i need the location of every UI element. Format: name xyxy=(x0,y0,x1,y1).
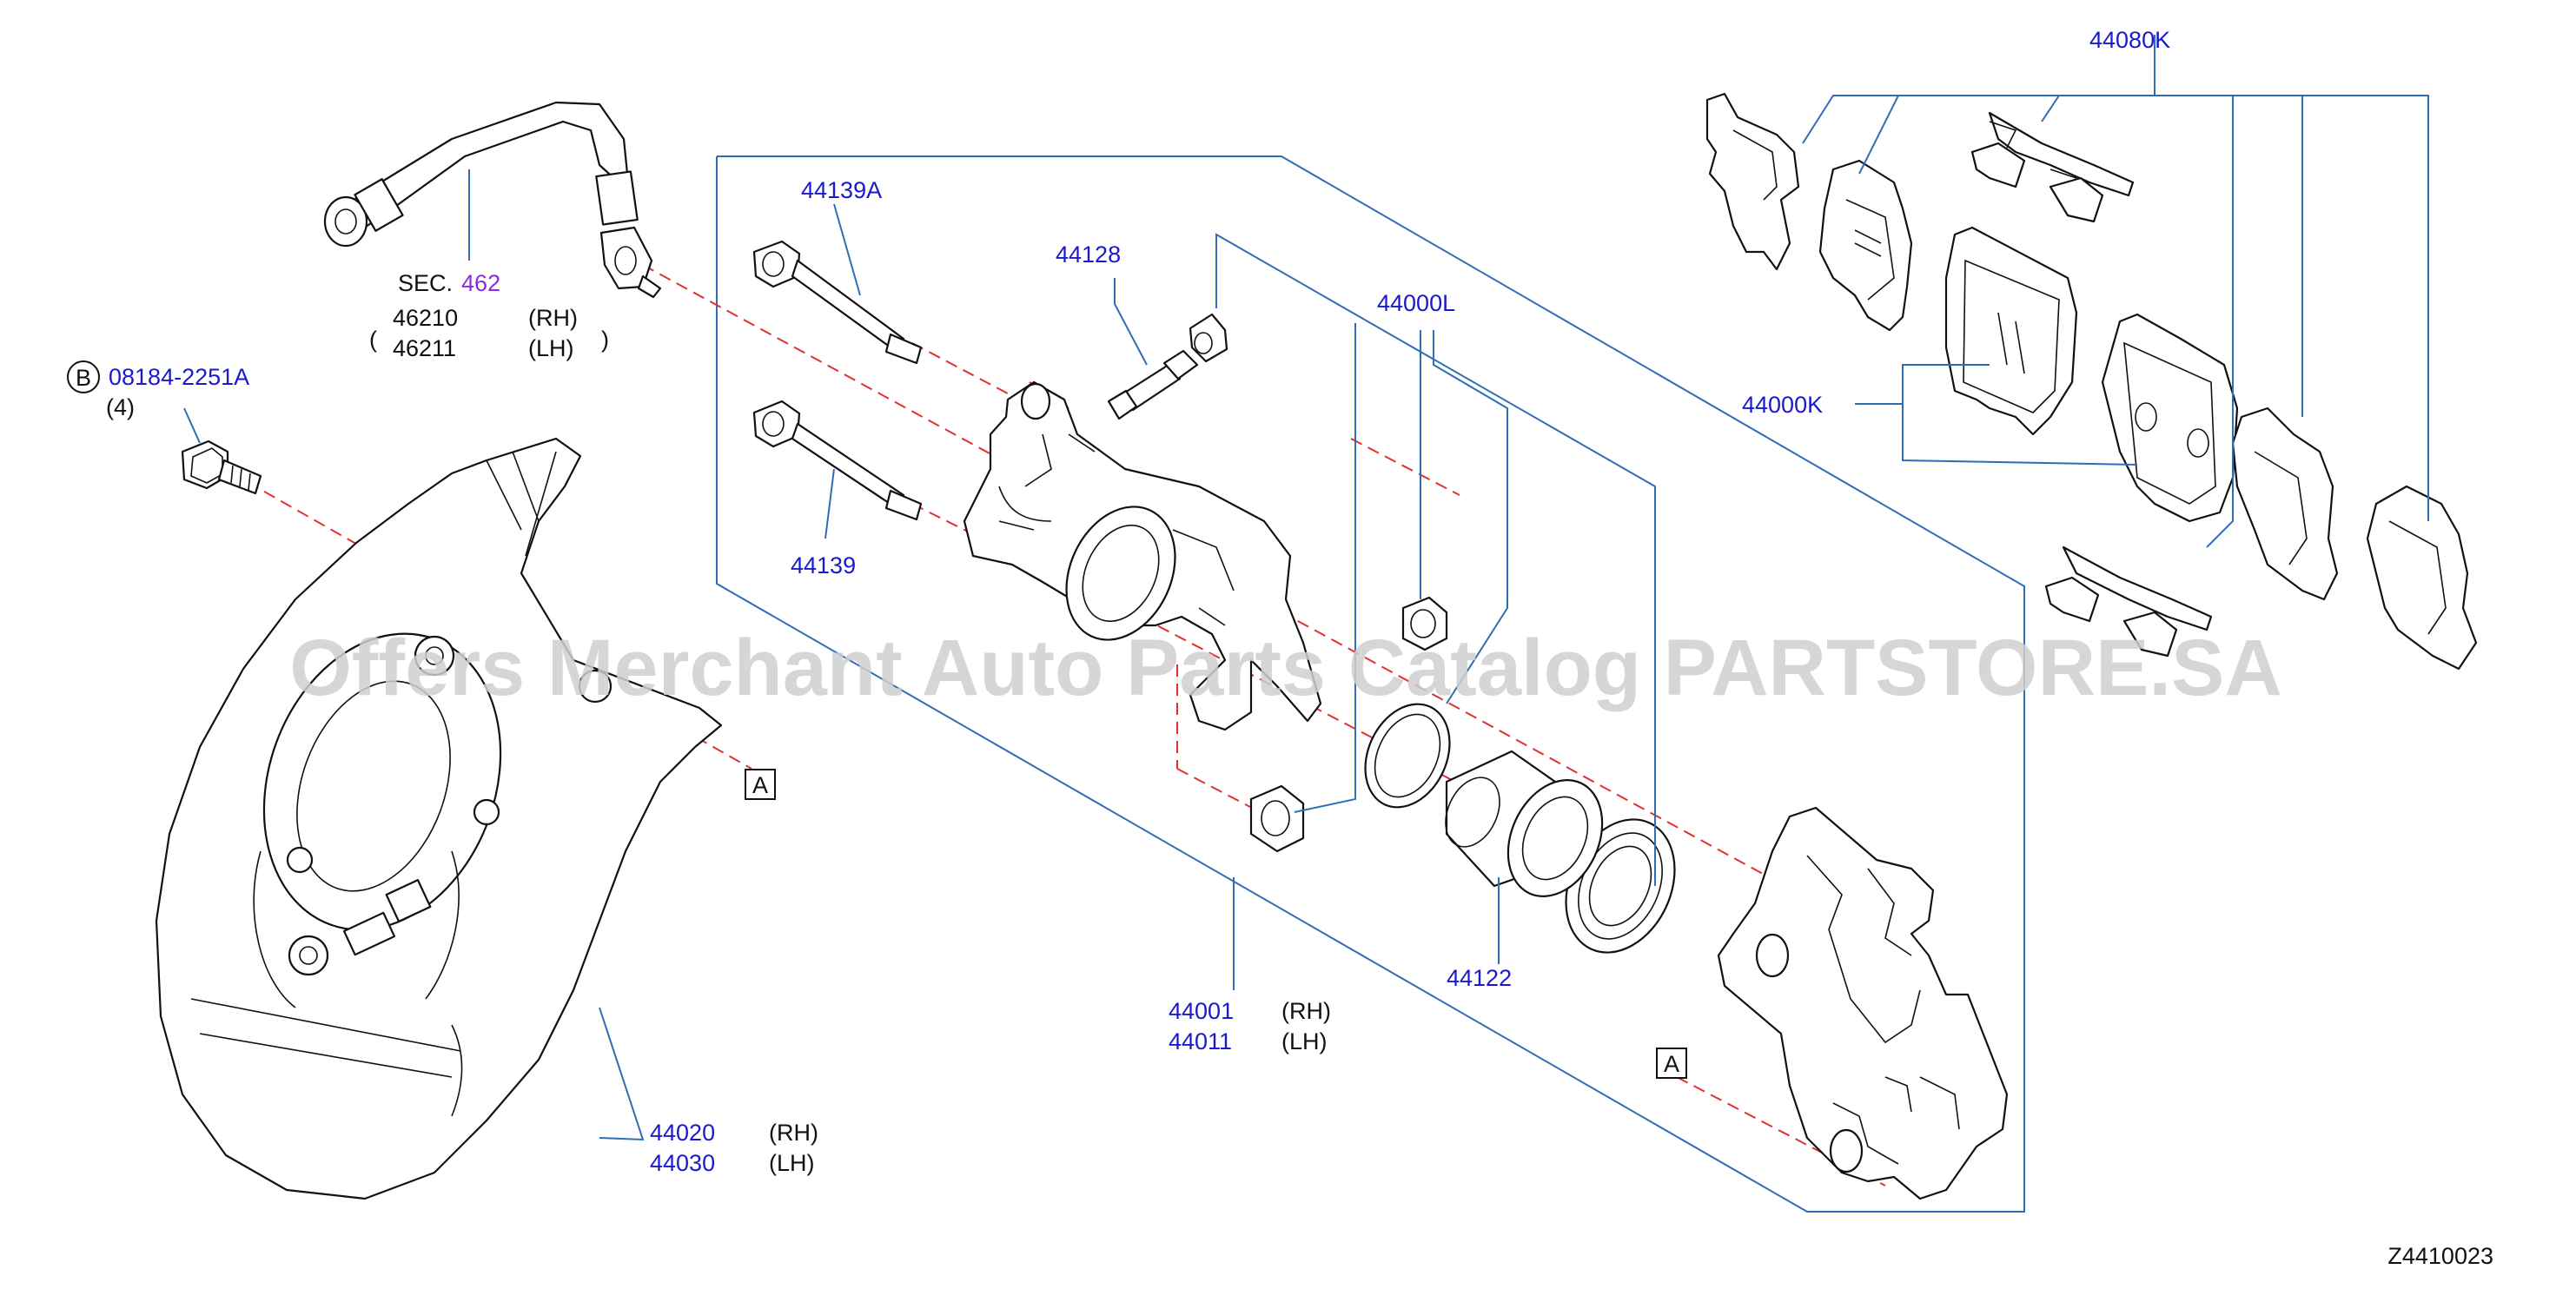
hose-lh-tag: (LH) xyxy=(528,335,574,361)
guide-pin-44139[interactable] xyxy=(752,400,923,521)
ref-a-label-1: A xyxy=(752,772,768,798)
hw-kit-leaders xyxy=(1802,35,2429,548)
caliper-rh-tag: (RH) xyxy=(1281,998,1331,1024)
pin-lower-leader xyxy=(824,468,835,539)
hose-rh-tag: (RH) xyxy=(528,305,578,331)
pad-kit-part-number[interactable]: 44000K xyxy=(1742,392,1823,418)
pad-kit-leader xyxy=(1902,364,2138,466)
diagram-id: Z4410023 xyxy=(2387,1243,2493,1269)
caliper-housing[interactable] xyxy=(963,380,1322,731)
bolt-leader xyxy=(183,407,201,444)
bolt-b-letter: B xyxy=(76,365,91,391)
pad-shim-4[interactable] xyxy=(2366,485,2478,671)
brake-pad-outer[interactable] xyxy=(2101,313,2239,523)
pad-clip-lower[interactable] xyxy=(2044,545,2213,658)
piston-seal[interactable] xyxy=(1349,691,1466,821)
caliper-lh-tag: (LH) xyxy=(1281,1028,1328,1054)
sec-prefix: SEC. xyxy=(398,270,453,296)
backing-plate[interactable] xyxy=(155,437,723,1200)
pad-shim-2[interactable] xyxy=(1818,159,1913,332)
watermark: Offers Merchant Auto Parts Catalog PARTS… xyxy=(289,624,2282,712)
ref-a-box-1 xyxy=(745,769,776,800)
svg-text:SEC.462: SEC. 462 xyxy=(398,270,500,296)
plate-rh-tag: (RH) xyxy=(769,1120,818,1146)
hose-brace-left: ( xyxy=(369,327,377,353)
pad-clip-upper[interactable] xyxy=(1970,111,2135,223)
hose-rh-number: 46210 xyxy=(393,305,458,331)
caliper-assembly-boundary xyxy=(716,155,2025,1213)
pin-upper-leader xyxy=(833,203,861,296)
caliper-bracket[interactable] xyxy=(1717,806,2009,1200)
pin-lower-part-number[interactable]: 44139 xyxy=(791,552,856,578)
seal-kit-part-number[interactable]: 44000L xyxy=(1377,290,1455,316)
bolt-part-number[interactable]: 08184-2251A xyxy=(109,364,249,390)
bolt-quantity: (4) xyxy=(106,394,135,420)
caliper-lh-part-number[interactable]: 44011 xyxy=(1169,1028,1232,1054)
caliper-rh-part-number[interactable]: 44001 xyxy=(1169,998,1234,1024)
lower-pin-boot[interactable] xyxy=(1249,784,1305,853)
bleeder-screw[interactable] xyxy=(1107,349,1199,420)
plate-lh-part-number[interactable]: 44030 xyxy=(650,1150,715,1176)
mounting-bolt[interactable] xyxy=(181,440,262,495)
pin-upper-part-number[interactable]: 44139A xyxy=(801,177,882,203)
bolt-b-circle xyxy=(67,360,100,393)
plate-leader xyxy=(599,1007,645,1141)
sec-462-link[interactable]: 462 xyxy=(461,270,500,296)
pad-shim-1[interactable] xyxy=(1705,92,1800,271)
hw-kit-part-number[interactable]: 44080K xyxy=(2089,27,2170,53)
brake-hose[interactable] xyxy=(323,101,662,299)
pad-shim-3[interactable] xyxy=(2231,407,2339,601)
piston-part-number[interactable]: 44122 xyxy=(1447,965,1512,991)
plate-rh-part-number[interactable]: 44020 xyxy=(650,1120,715,1146)
caliper-piston[interactable] xyxy=(1435,750,1620,912)
ref-a-label-2: A xyxy=(1664,1051,1679,1077)
seal-kit-leaders xyxy=(1215,233,1656,886)
plate-lh-tag: (LH) xyxy=(769,1150,815,1176)
hose-brace-right: ) xyxy=(601,327,609,353)
bleeder-leader xyxy=(1114,278,1148,366)
bleeder-cap[interactable] xyxy=(1189,313,1228,363)
hose-lh-number: 46211 xyxy=(393,335,456,361)
ref-a-box-2 xyxy=(1656,1048,1687,1079)
brake-pad-inner[interactable] xyxy=(1944,226,2078,436)
guide-pin-44139a[interactable] xyxy=(752,240,923,365)
upper-pin-boot[interactable] xyxy=(1401,596,1448,651)
bleeder-part-number[interactable]: 44128 xyxy=(1056,241,1121,268)
